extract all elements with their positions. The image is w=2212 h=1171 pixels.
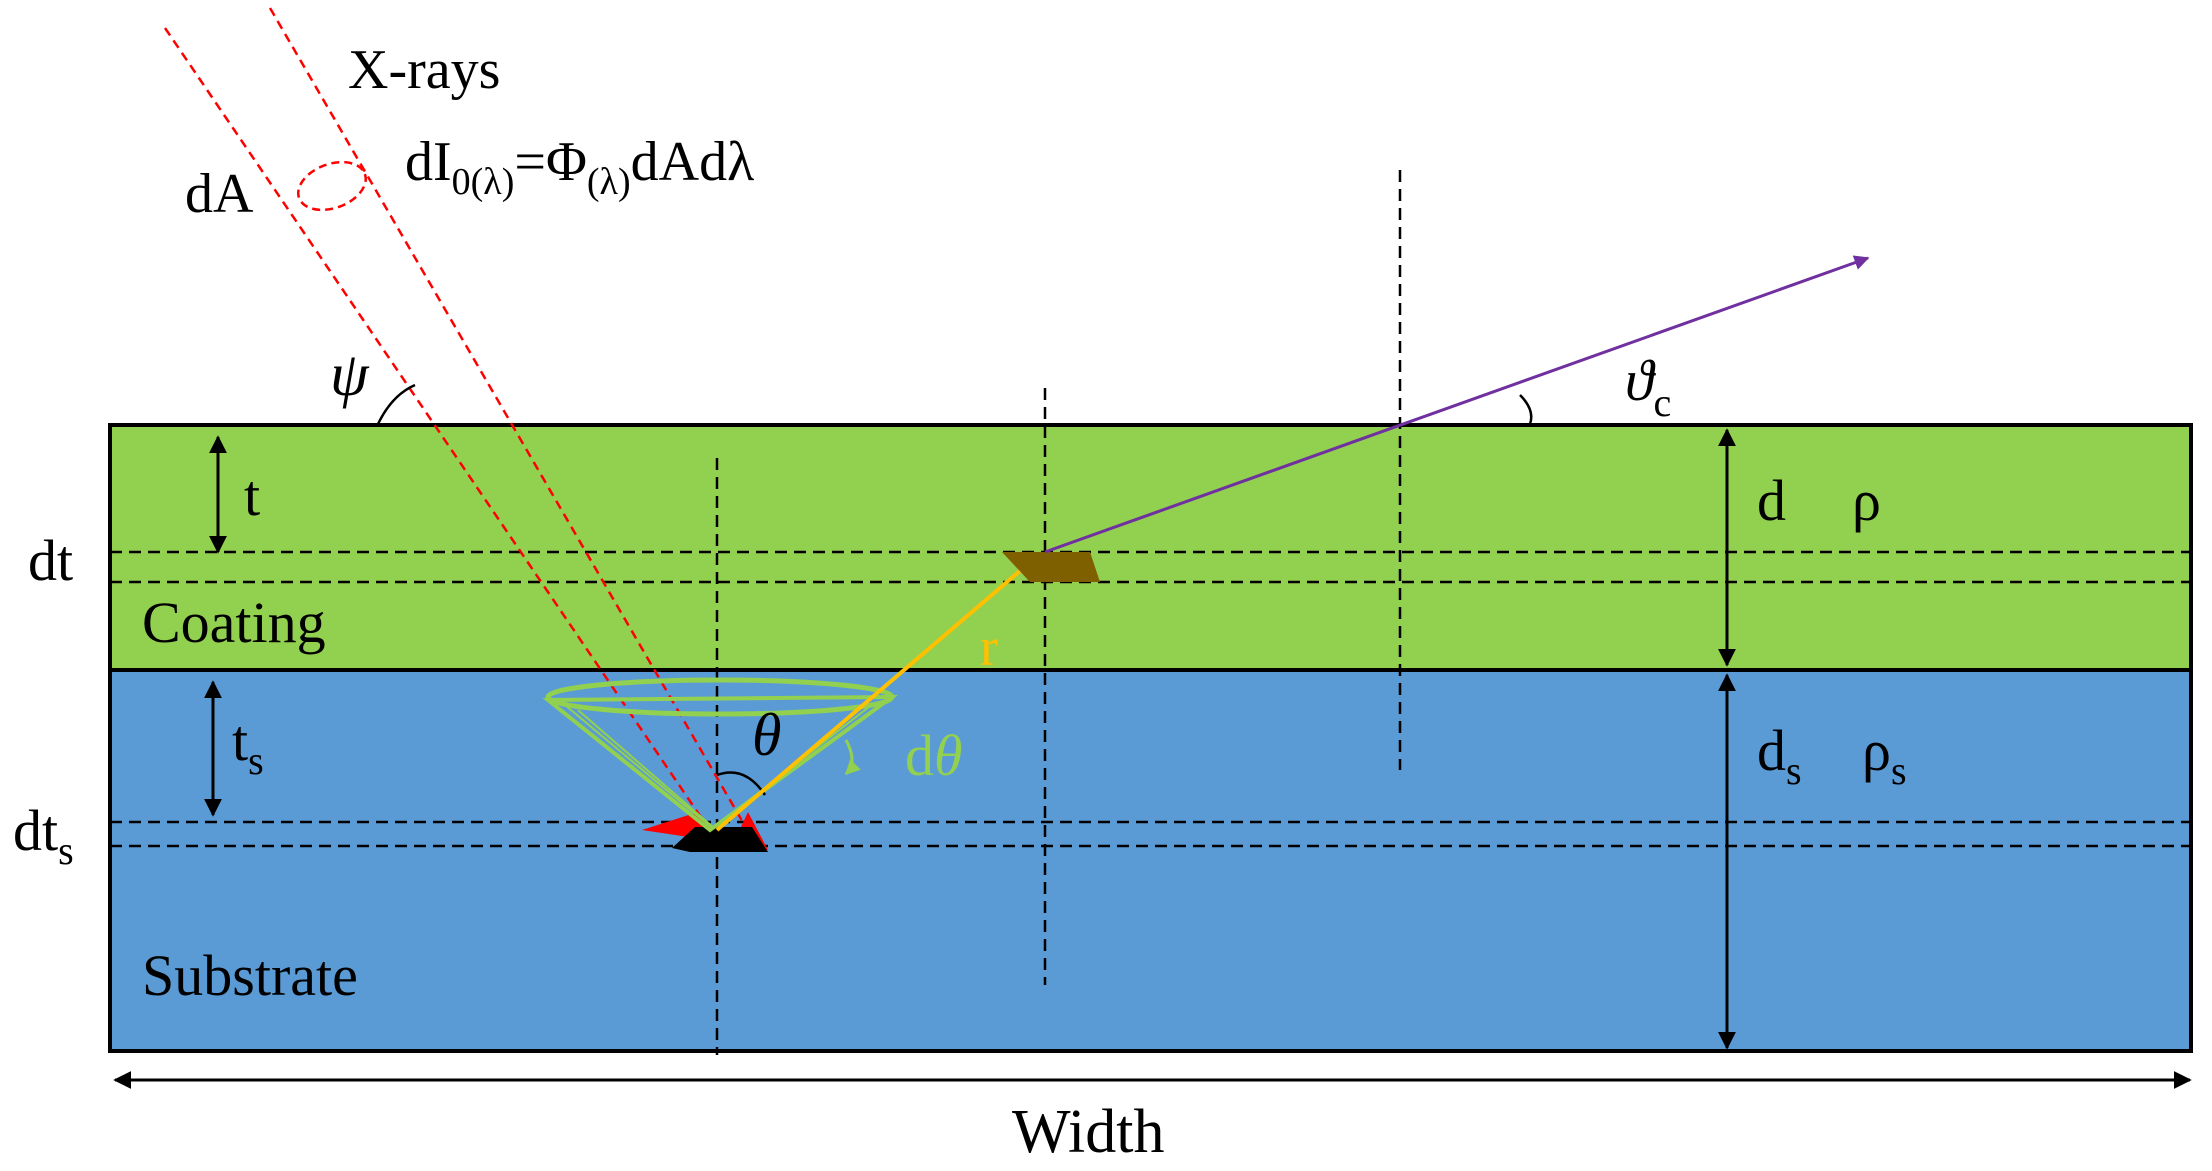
d-label: d (1757, 468, 1786, 533)
psi-arc (376, 383, 416, 425)
dts-label: dts (13, 798, 74, 873)
ds-label: ds (1757, 718, 1802, 793)
dtheta-arc (844, 739, 861, 776)
cone-inner-2 (577, 709, 715, 829)
t-label: t (244, 463, 260, 528)
cone-inner-1 (564, 704, 713, 829)
ts-label: ts (232, 708, 264, 783)
theta-c-label: ϑc (1625, 348, 1671, 425)
radius-vector (715, 556, 1037, 832)
dA-label: dA (185, 163, 254, 225)
dA-ellipse (297, 160, 367, 212)
theta-label: θ (752, 702, 781, 768)
psi-label: ψ (330, 341, 370, 409)
rho-label: ρ (1852, 468, 1881, 533)
substrate-label: Substrate (142, 943, 358, 1008)
dt-label: dt (28, 528, 73, 593)
r-label: r (980, 617, 998, 677)
coating-layer (108, 423, 2193, 672)
cone-body (542, 694, 899, 833)
width-label: Width (1012, 1098, 1165, 1166)
theta-c-arc (1519, 394, 1533, 425)
dtheta-label: dθ (905, 723, 963, 788)
xray-beam-left (163, 27, 717, 839)
rhos-label: ρs (1862, 718, 1907, 793)
coating-volume-element (1002, 552, 1100, 582)
emitted-ray (1044, 255, 1870, 554)
substrate-layer (108, 668, 2193, 1053)
coating-label: Coating (142, 590, 326, 655)
xrays-label: X-rays (348, 39, 500, 101)
substrate-volume-element (672, 827, 768, 852)
intensity-equation: dI0(λ)=Φ(λ)dAdλ (405, 131, 754, 203)
